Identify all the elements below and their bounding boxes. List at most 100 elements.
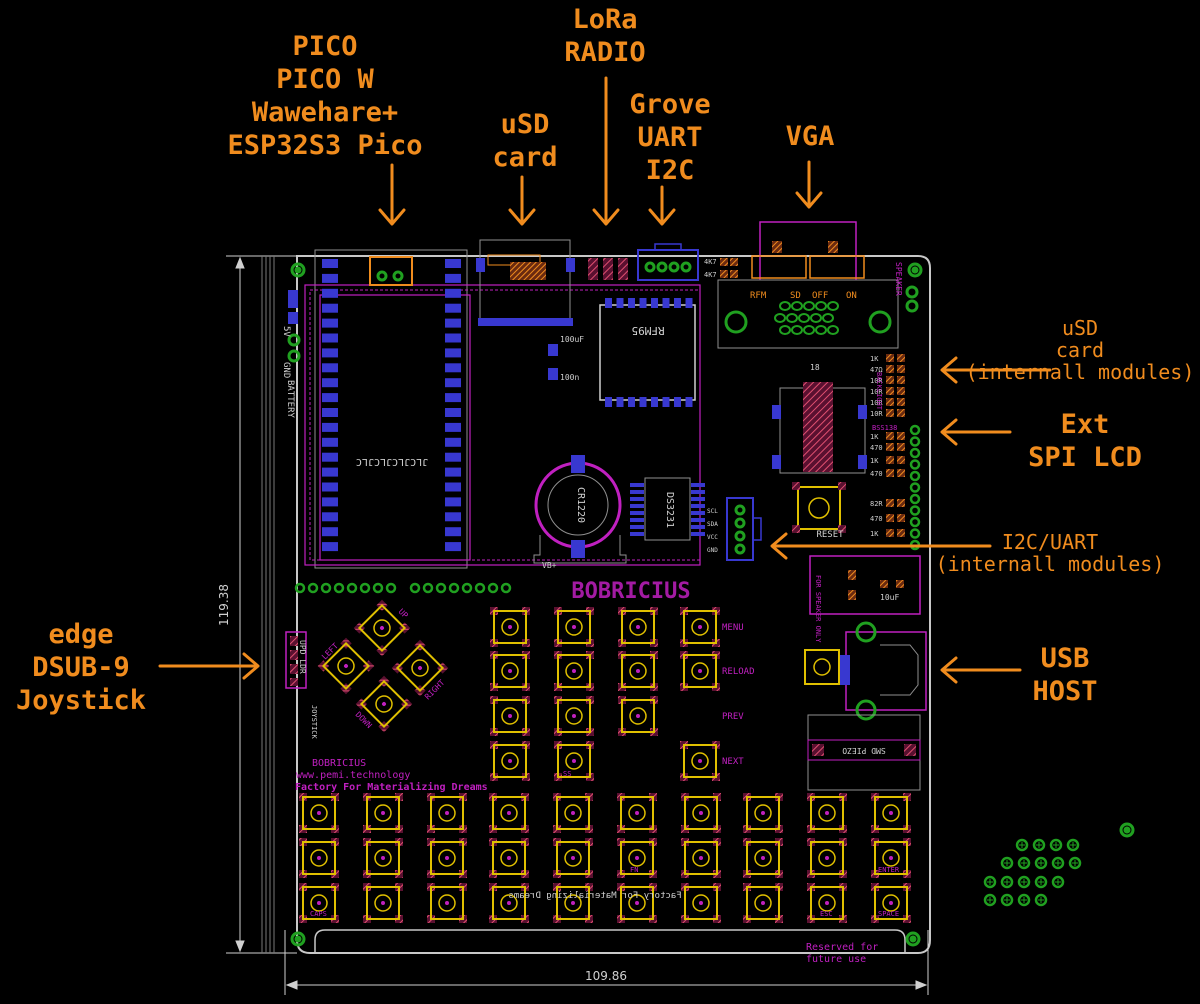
resistor <box>886 409 894 417</box>
callout-usd-right-l2: card <box>1055 338 1105 362</box>
cluster-pad <box>1051 875 1065 889</box>
button-center <box>825 856 829 860</box>
mcu-pin <box>445 422 461 432</box>
button-body <box>492 886 526 920</box>
button-body <box>683 744 717 778</box>
button-body <box>683 610 717 644</box>
cluster-pad <box>983 875 997 889</box>
mcu-pin <box>445 527 461 537</box>
button-center <box>889 811 893 815</box>
callout-grove-l2: UART <box>637 122 703 153</box>
button <box>363 883 403 923</box>
vga-sd-label: SD <box>790 291 801 301</box>
bss138-label: BSS138 <box>872 424 897 432</box>
key-enter-label: ENTER <box>878 866 900 874</box>
button-center <box>572 759 576 763</box>
cap-100uf-label: 100uF <box>560 335 584 344</box>
mcu-pin <box>445 363 461 373</box>
key-reload-label: RELOAD <box>722 667 755 677</box>
header-pin <box>307 582 319 594</box>
ds3231-label: DS3231 <box>664 492 675 528</box>
cr1220-holder <box>533 455 627 564</box>
rfm-pin <box>628 397 635 407</box>
vga-pin <box>786 313 798 323</box>
button <box>807 793 847 833</box>
button-body <box>557 699 591 733</box>
cr1220-label: CR1220 <box>575 487 586 523</box>
button-center <box>507 901 511 905</box>
mcu-pin <box>322 408 338 417</box>
button-body <box>684 886 718 920</box>
resistor <box>897 398 905 406</box>
gnd-label: GND <box>281 362 291 378</box>
button <box>617 793 657 833</box>
ds3231-rtc <box>630 477 705 541</box>
resistor-value-label: 10R <box>870 377 883 385</box>
button <box>807 883 847 923</box>
button-center <box>635 856 639 860</box>
button-body <box>302 841 336 875</box>
button-body <box>366 886 400 920</box>
backlight-label: BACKLIGHT <box>875 372 883 411</box>
mcu-pin <box>445 437 461 447</box>
button <box>743 883 783 923</box>
board-logo-silk: BOBRICIUS <box>571 579 690 604</box>
cluster-pad <box>983 893 997 907</box>
grove-connector <box>637 243 699 281</box>
mcu-pin <box>445 318 461 328</box>
button-body <box>621 654 655 688</box>
dpad-right-label: RIGHT <box>423 678 447 702</box>
i2c-uart-connector <box>726 497 762 561</box>
caps-small <box>548 344 558 380</box>
website-silk: www.pemi.technology <box>296 770 410 781</box>
ds3231-pin <box>630 525 644 529</box>
ds3231-pin <box>691 497 705 501</box>
button-actuator <box>629 662 647 680</box>
vga-pin <box>779 301 791 311</box>
button <box>617 883 657 923</box>
mcu-pin <box>322 363 338 373</box>
button-actuator <box>691 752 709 770</box>
dimension-height-label: 119.38 <box>217 584 231 626</box>
button-actuator <box>692 804 710 822</box>
button-actuator <box>565 707 583 725</box>
key-next-label: NEXT <box>722 757 744 767</box>
button <box>490 651 530 691</box>
button-actuator <box>310 804 328 822</box>
header-pin <box>461 582 473 594</box>
vga-pin <box>803 301 815 311</box>
rfm95-label: RFM95 <box>631 324 664 337</box>
cluster-pad <box>1032 838 1046 852</box>
cluster-pad <box>1051 856 1065 870</box>
button-center <box>571 856 575 860</box>
button-actuator <box>564 849 582 867</box>
button-actuator <box>628 849 646 867</box>
button-body <box>492 841 526 875</box>
mcu-pin <box>445 303 461 313</box>
cluster-pad <box>1068 856 1082 870</box>
button-body <box>810 796 844 830</box>
button-actuator <box>438 804 456 822</box>
button-actuator <box>375 695 393 713</box>
vga-off-label: OFF <box>812 291 828 301</box>
button-actuator <box>691 618 709 636</box>
vbat-label: VB+ <box>542 561 557 570</box>
mcu-pin <box>445 497 461 507</box>
button-center <box>508 625 512 629</box>
vga-pin <box>774 313 786 323</box>
mcu-pin <box>322 393 338 403</box>
button-actuator <box>691 662 709 680</box>
ds3231-pin <box>630 490 644 494</box>
button-body <box>683 654 717 688</box>
vga-pin <box>827 325 839 335</box>
button-body <box>620 796 654 830</box>
resistor <box>897 365 905 373</box>
header-strip <box>294 582 512 594</box>
button-center <box>698 625 702 629</box>
button-body <box>430 841 464 875</box>
vga-pin <box>827 301 839 311</box>
header-pin <box>422 582 434 594</box>
button <box>553 838 593 878</box>
resistor <box>897 529 905 537</box>
